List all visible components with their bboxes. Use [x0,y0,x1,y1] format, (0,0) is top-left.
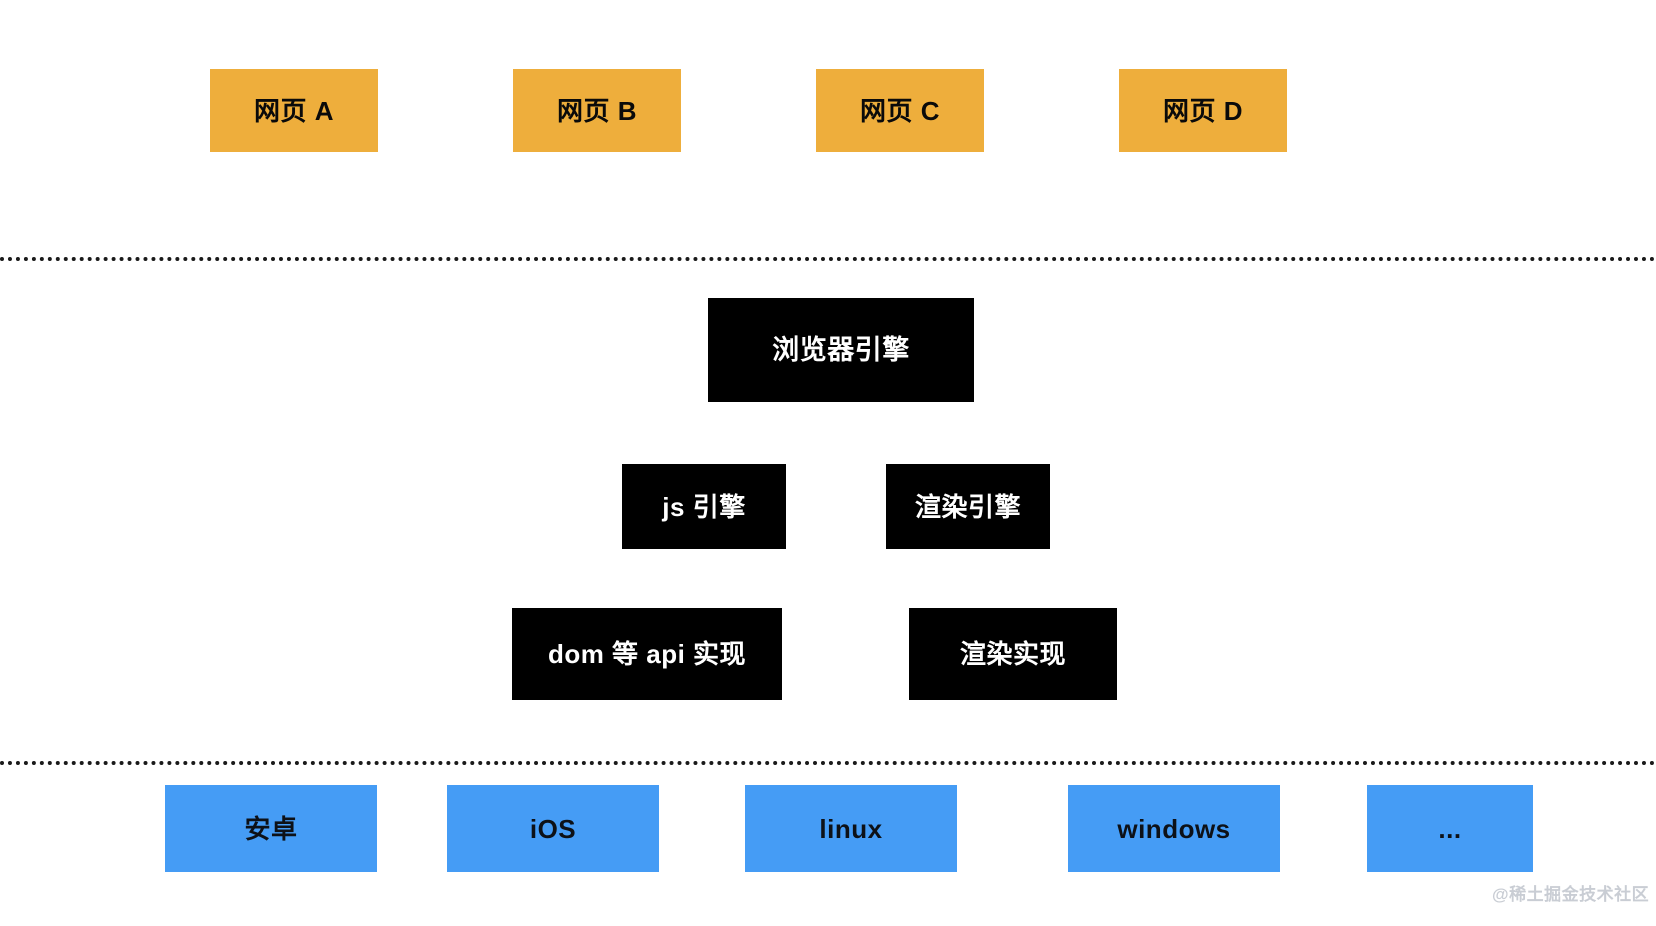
node-dom-api-impl[interactable]: dom 等 api 实现 [512,608,782,700]
node-js-engine[interactable]: js 引擎 [622,464,786,549]
divider-engine-platform [0,761,1656,765]
node-label: js 引擎 [662,491,746,522]
node-browser-engine[interactable]: 浏览器引擎 [708,298,974,402]
node-platform-linux[interactable]: linux [745,785,957,872]
node-label: 渲染引擎 [914,491,1021,522]
node-label: 网页 B [556,95,637,126]
node-render-impl[interactable]: 渲染实现 [909,608,1117,700]
node-web-page-a[interactable]: 网页 A [210,69,378,152]
node-render-engine[interactable]: 渲染引擎 [886,464,1050,549]
node-web-page-b[interactable]: 网页 B [513,69,681,152]
node-label: windows [1117,813,1231,844]
node-platform-more[interactable]: ... [1367,785,1533,872]
node-label: ... [1438,813,1462,844]
node-label: dom 等 api 实现 [547,639,747,669]
node-label: 浏览器引擎 [772,334,910,365]
node-platform-ios[interactable]: iOS [447,785,659,872]
node-web-page-d[interactable]: 网页 D [1119,69,1287,152]
node-label: linux [819,813,883,844]
divider-pages-engine [0,257,1656,261]
watermark: @稀土掘金技术社区 [1492,885,1650,904]
node-label: 渲染实现 [959,639,1066,669]
node-platform-android[interactable]: 安卓 [165,785,377,872]
node-label: 安卓 [244,813,298,844]
node-platform-windows[interactable]: windows [1068,785,1280,872]
node-label: 网页 A [253,95,334,126]
node-label: iOS [529,813,577,844]
node-label: 网页 C [859,95,940,126]
node-label: 网页 D [1162,95,1243,126]
node-web-page-c[interactable]: 网页 C [816,69,984,152]
